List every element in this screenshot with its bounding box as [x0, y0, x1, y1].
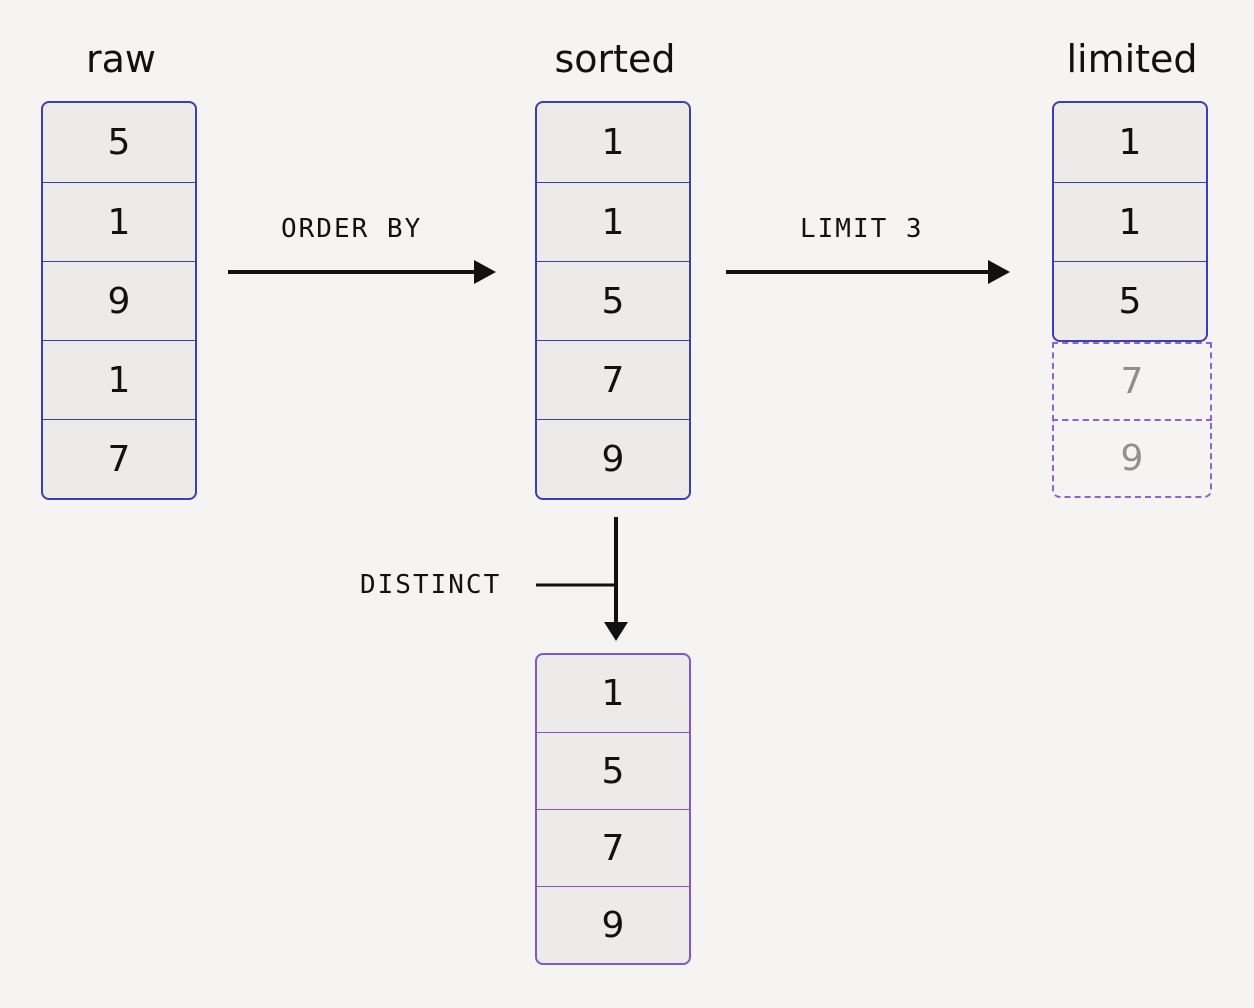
sorted-stack: 1 1 5 7 9 — [535, 101, 691, 500]
distinct-stack: 1 5 7 9 — [535, 653, 691, 965]
limit-arrow — [726, 260, 1010, 284]
sorted-cell: 5 — [537, 261, 689, 340]
raw-stack: 5 1 9 1 7 — [41, 101, 197, 500]
order-by-label: ORDER BY — [281, 214, 423, 244]
limited-title: limited — [1066, 37, 1198, 81]
sorted-cell: 7 — [537, 340, 689, 419]
sorted-cell: 1 — [537, 182, 689, 261]
raw-cell: 7 — [43, 419, 195, 498]
distinct-cell: 9 — [537, 886, 689, 963]
raw-cell: 1 — [43, 340, 195, 419]
limited-cell: 1 — [1054, 182, 1206, 261]
raw-cell: 5 — [107, 122, 131, 163]
excluded-cell: 9 — [1052, 419, 1212, 498]
sorted-cell: 1 — [601, 122, 625, 163]
distinct-label: DISTINCT — [360, 570, 502, 600]
raw-title: raw — [86, 37, 156, 81]
raw-cell: 1 — [43, 182, 195, 261]
raw-cell: 9 — [43, 261, 195, 340]
distinct-arrow — [536, 517, 628, 641]
distinct-cell: 1 — [601, 673, 625, 714]
limit-label: LIMIT 3 — [800, 214, 924, 244]
limited-cell: 5 — [1054, 261, 1206, 340]
limited-cell: 1 — [1118, 122, 1142, 163]
excluded-rows: 7 9 — [1052, 342, 1212, 498]
order-by-arrow — [228, 260, 496, 284]
sorted-title: sorted — [554, 37, 676, 81]
limited-stack: 1 1 5 — [1052, 101, 1208, 342]
sorted-cell: 9 — [537, 419, 689, 498]
distinct-cell: 5 — [537, 732, 689, 809]
distinct-cell: 7 — [537, 809, 689, 886]
